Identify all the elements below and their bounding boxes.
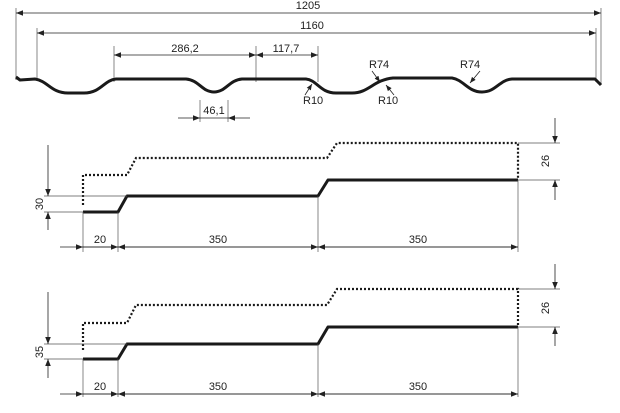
radius-label-large-2: R74 — [460, 59, 480, 71]
dimension-effective-width: 1160 — [300, 20, 324, 32]
dimension-step-length-1: 350 — [209, 381, 227, 393]
step-profile-view-1: 30 26 20 350 350 — [34, 118, 560, 252]
upper-profile-outline-dotted — [81, 141, 520, 205]
dimension-trough-width: 46,1 — [203, 105, 224, 117]
dimension-step-height: 26 — [540, 302, 552, 314]
corrugated-profile-outline — [15, 75, 603, 95]
lower-profile-outline — [83, 178, 518, 214]
lower-profile-outline — [83, 325, 518, 361]
dimension-step-length-2: 350 — [409, 381, 427, 393]
radius-leader-small-1 — [304, 83, 313, 96]
radius-label-small-2: R10 — [378, 95, 398, 107]
dimension-crest-width: 117,7 — [273, 43, 300, 55]
dimension-wave-pitch: 286,2 — [171, 43, 199, 55]
dimension-profile-height: 35 — [34, 346, 46, 358]
dimension-step-height: 26 — [540, 155, 552, 167]
dimension-start-length: 20 — [94, 234, 106, 246]
radius-label-large-1: R74 — [369, 59, 389, 71]
step-profile-view-2: 35 26 20 350 350 — [34, 264, 560, 397]
radius-leader-large-2 — [469, 70, 481, 84]
dimension-start-length: 20 — [94, 381, 106, 393]
dimension-step-length-1: 350 — [209, 234, 227, 246]
top-profile-view: 1205 1160 286,2 117,7 46,1 R74 R74 R10 R… — [15, 0, 603, 122]
dimension-overall-width: 1205 — [296, 0, 320, 12]
dimension-step-length-2: 350 — [409, 234, 427, 246]
radius-label-small-1: R10 — [303, 95, 323, 107]
radius-leader-large-1 — [371, 70, 381, 83]
dimension-profile-height: 30 — [34, 198, 46, 210]
radius-leader-small-2 — [385, 84, 395, 96]
upper-profile-outline-dotted — [81, 287, 520, 350]
